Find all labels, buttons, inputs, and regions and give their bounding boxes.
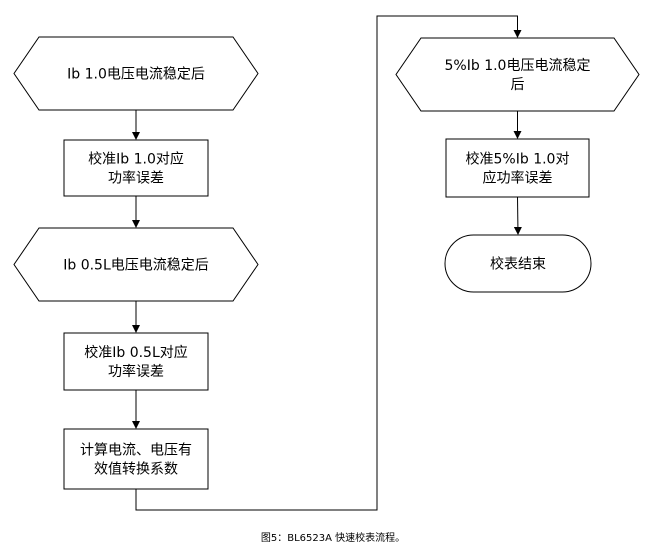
connector-arrow	[135, 15, 522, 511]
node-label-line: 后	[511, 77, 525, 93]
terminator-shape	[444, 234, 592, 293]
flow-node-hexagon: Ib 0.5L电压电流稳定后	[13, 227, 259, 302]
decision-hexagon	[13, 227, 259, 302]
process-box	[445, 138, 590, 198]
node-label-line: 5%Ib 1.0电压电流稳定	[445, 58, 591, 74]
connector-arrow	[513, 196, 522, 235]
connectors	[132, 15, 522, 511]
node-label-line: 校准Ib 0.5L对应	[84, 344, 188, 361]
flow-node-hexagon: Ib 1.0电压电流稳定后	[13, 36, 259, 111]
node-label-line: Ib 0.5L电压电流稳定后	[63, 258, 209, 274]
flow-node-terminator: 校表结束	[444, 234, 592, 293]
figure-caption: 图5：BL6523A 快速校表流程。	[261, 531, 405, 544]
process-box	[63, 332, 209, 391]
node-label-line: Ib 1.0电压电流稳定后	[67, 67, 205, 83]
node-label-line: 功率误差	[108, 363, 164, 380]
node-label-line: 功率误差	[108, 170, 164, 187]
process-box	[63, 428, 209, 490]
process-box	[63, 139, 209, 197]
node-label-line: 校准5%Ib 1.0对	[466, 151, 570, 168]
decision-hexagon	[13, 36, 259, 111]
flow-node-hexagon: 5%Ib 1.0电压电流稳定后	[395, 37, 640, 112]
node-label-line: 效值转换系数	[94, 461, 178, 478]
node-label-line: 应功率误差	[483, 170, 553, 187]
node-label-line: 计算电流、电压有	[80, 443, 192, 459]
node-label-line: 校准Ib 1.0对应	[88, 151, 184, 168]
node-label-line: 校表结束	[490, 256, 546, 273]
decision-hexagon	[395, 37, 640, 112]
